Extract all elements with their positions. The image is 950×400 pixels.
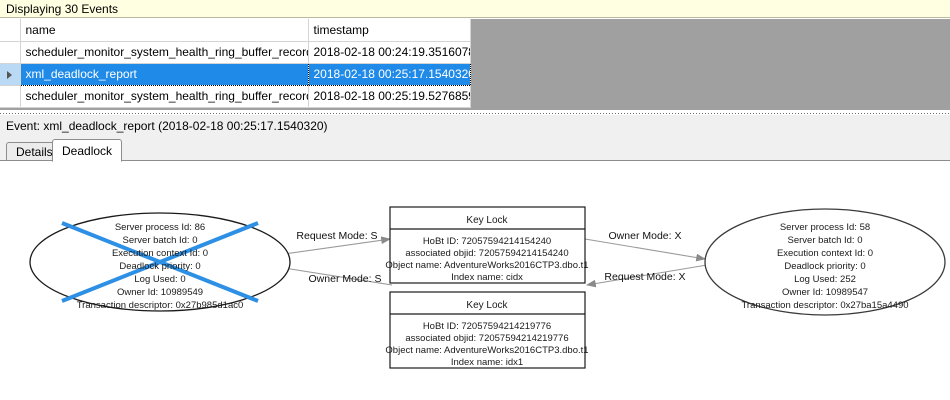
table-row[interactable]: scheduler_monitor_system_health_ring_buf… (0, 41, 471, 64)
cell-name[interactable]: scheduler_monitor_system_health_ring_buf… (20, 85, 309, 108)
victim-cross-icon (61, 221, 259, 303)
deadlock-graph-canvas[interactable]: Server process Id: 86 Server batch Id: 0… (0, 161, 950, 400)
edge-label-left-request: Request Mode: S (296, 230, 377, 242)
column-header-timestamp[interactable]: timestamp (308, 19, 471, 42)
top-key-lock-line: HoBt ID: 72057594214154240 (423, 236, 551, 247)
right-process-node[interactable]: Server process Id: 58 Server batch Id: 0… (704, 208, 946, 316)
detail-tabstrip[interactable]: Details Deadlock (0, 139, 950, 162)
edge-label-right-request: Request Mode: X (604, 271, 685, 283)
bottom-key-lock-box[interactable] (389, 291, 586, 369)
bottom-key-lock-line: HoBt ID: 72057594214219776 (423, 321, 551, 332)
event-detail-panel: Event: xml_deadlock_report (2018-02-18 0… (0, 115, 950, 400)
right-process-line: Deadlock priority: 0 (784, 261, 865, 272)
cell-name[interactable]: scheduler_monitor_system_health_ring_buf… (20, 41, 309, 64)
top-key-lock-line: associated objid: 72057594214154240 (405, 248, 568, 259)
edge-right-owner (584, 238, 707, 262)
events-grid[interactable]: name timestamp scheduler_monitor_system_… (0, 19, 471, 108)
row-selector-cell[interactable] (0, 85, 21, 108)
cell-timestamp[interactable]: 2018-02-18 00:24:19.3516078 (308, 41, 471, 64)
right-process-line: Server process Id: 58 (780, 222, 870, 233)
right-process-line: Log Used: 252 (794, 274, 856, 285)
top-key-lock-line: Index name: cidx (451, 272, 523, 283)
top-key-lock-node[interactable]: Key Lock HoBt ID: 72057594214154240 asso… (385, 206, 589, 284)
column-header-name[interactable]: name (20, 19, 309, 42)
events-banner-label: Displaying 30 Events (6, 2, 119, 16)
bottom-key-lock-line: Index name: idx1 (451, 357, 523, 368)
left-process-line: Owner Id: 10989549 (117, 287, 203, 298)
tab-details[interactable]: Details (6, 142, 63, 161)
edge-label-right-owner: Owner Mode: X (609, 230, 682, 242)
row-selector-header (0, 19, 21, 42)
left-process-node[interactable]: Server process Id: 86 Server batch Id: 0… (29, 212, 291, 312)
top-key-lock-line: Object name: AdventureWorks2016CTP3.dbo.… (385, 260, 588, 271)
bottom-key-lock-title: Key Lock (466, 300, 508, 311)
cell-timestamp[interactable]: 2018-02-18 00:25:17.1540320 (308, 62, 471, 86)
table-row[interactable]: xml_deadlock_report 2018-02-18 00:25:17.… (0, 62, 471, 86)
cell-timestamp[interactable]: 2018-02-18 00:25:19.5276859 (308, 85, 471, 108)
event-title: Event: xml_deadlock_report (2018-02-18 0… (6, 119, 328, 133)
right-process-line: Execution context Id: 0 (777, 248, 873, 259)
bottom-key-lock-line: associated objid: 72057594214219776 (405, 333, 568, 344)
right-process-line: Server batch Id: 0 (788, 235, 863, 246)
left-process-line: Execution context Id: 0 (112, 248, 208, 259)
events-grid-panel[interactable]: name timestamp scheduler_monitor_system_… (0, 19, 950, 110)
top-key-lock-box[interactable] (389, 206, 586, 284)
row-selector-cell[interactable] (0, 63, 21, 86)
tabstrip-underline (0, 160, 950, 161)
deadlock-graph-svg: Server process Id: 86 Server batch Id: 0… (29, 206, 946, 369)
bottom-key-lock-line: Object name: AdventureWorks2016CTP3.dbo.… (385, 345, 588, 356)
edge-right-request (585, 264, 708, 288)
tab-deadlock[interactable]: Deadlock (52, 139, 123, 162)
cell-name[interactable]: xml_deadlock_report (20, 62, 309, 86)
right-process-line: Transaction descriptor: 0x27ba15a4490 (741, 300, 908, 311)
bottom-key-lock-node[interactable]: Key Lock HoBt ID: 72057594214219776 asso… (385, 291, 589, 369)
table-row[interactable]: scheduler_monitor_system_health_ring_buf… (0, 85, 471, 108)
left-process-line: Server process Id: 86 (115, 222, 205, 233)
left-process-line: Deadlock priority: 0 (119, 261, 200, 272)
edge-label-left-owner: Owner Mode: S (309, 273, 382, 285)
right-process-ellipse[interactable] (704, 208, 946, 316)
left-process-line: Server batch Id: 0 (123, 235, 198, 246)
right-process-line: Owner Id: 10989547 (782, 287, 868, 298)
row-selector-arrow-icon (7, 70, 12, 79)
events-banner: Displaying 30 Events (0, 0, 950, 18)
row-selector-cell[interactable] (0, 41, 21, 64)
top-key-lock-title: Key Lock (466, 215, 508, 226)
left-process-line: Transaction descriptor: 0x27b985d1ac0 (77, 300, 244, 311)
left-process-line: Log Used: 0 (134, 274, 185, 285)
events-grid-header-row: name timestamp (0, 19, 471, 42)
